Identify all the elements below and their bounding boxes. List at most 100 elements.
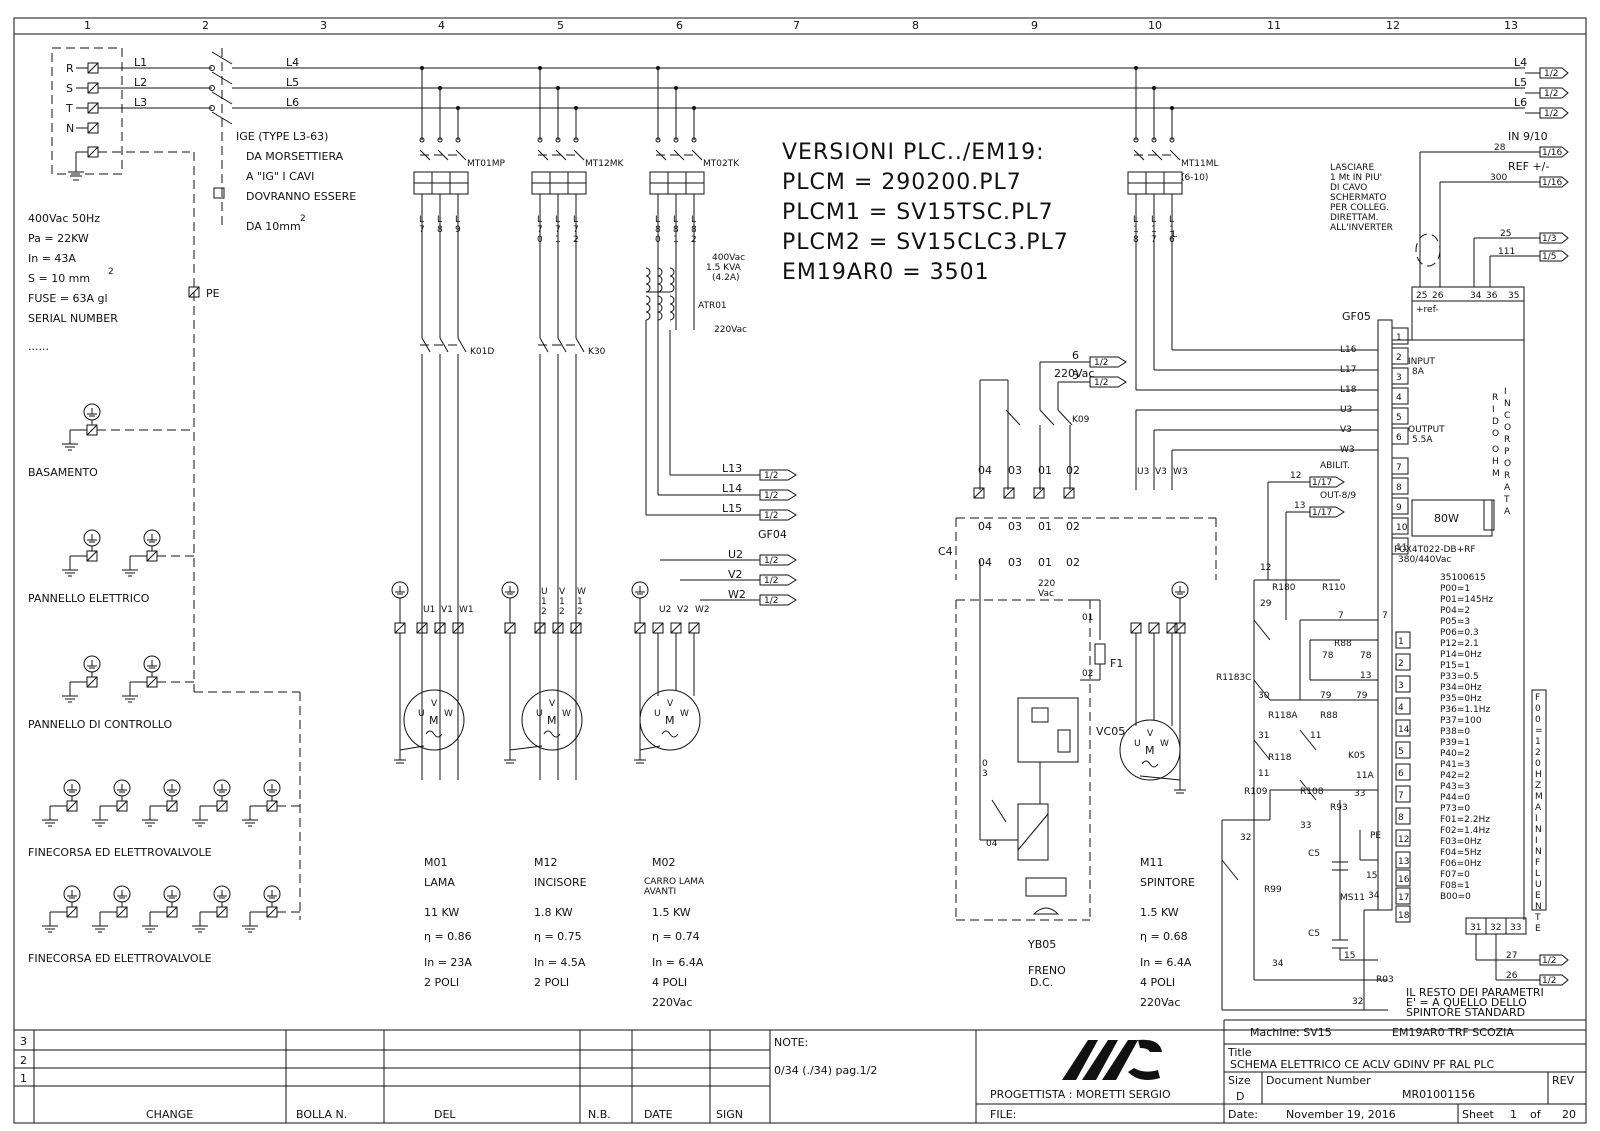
- inverter-output-ref: 1/2: [1542, 956, 1556, 966]
- inverter-terminal-number: 4: [1396, 393, 1402, 403]
- inverter-model: FOX4T022-DB+RF: [1394, 545, 1476, 555]
- motor-pin-label: U: [536, 709, 543, 719]
- logic-wire: 32: [1240, 833, 1251, 843]
- phase-l1: L1: [134, 56, 147, 69]
- inverter-logic-terminal-number: 4: [1398, 703, 1404, 713]
- terminal-label-t: T: [65, 102, 73, 115]
- rest-note-line: IL RESTO DEI PARAMETRI: [1406, 986, 1544, 999]
- inverter-top-terminal: 25: [1416, 291, 1427, 301]
- motor-terminal-label: V3: [1155, 467, 1167, 477]
- brake-wire: 01: [1038, 520, 1052, 533]
- inverter-logic-terminal: [1395, 851, 1411, 869]
- switch-note-line: DA MORSETTIERA: [246, 150, 344, 163]
- revision-row: 3: [20, 1035, 27, 1048]
- relay-label: R118A: [1268, 711, 1298, 721]
- brake-wire: 04: [986, 839, 998, 849]
- gf04-motor-out: W2: [728, 588, 746, 601]
- motor-name: INCISORE: [534, 876, 587, 889]
- column-number: 1: [84, 19, 91, 32]
- inverter-logic-terminal-number: 5: [1398, 747, 1404, 757]
- terminal-label-s: S: [66, 82, 73, 95]
- inverter-logic-terminal: [1395, 719, 1411, 737]
- feeder-wire-label: 0: [537, 235, 543, 245]
- company-logo: [1062, 1039, 1162, 1080]
- inverter-logic-terminal-number: 18: [1398, 911, 1410, 921]
- inverter-terminal: [1391, 537, 1409, 555]
- motor-terminal-label: 1: [559, 597, 565, 607]
- header-change: CHANGE: [146, 1108, 193, 1121]
- side-note-char: N: [1535, 902, 1542, 912]
- inverter-input-wire-num: 111: [1498, 247, 1515, 257]
- transformer-coil: [657, 275, 663, 285]
- feeder-wire-label: 1: [673, 235, 679, 245]
- logic-pe: PE: [1370, 831, 1381, 841]
- feeder-wire-label: 1: [555, 235, 561, 245]
- feeder-wire-label: 7: [555, 225, 561, 235]
- relay-label: R109: [1244, 787, 1268, 797]
- bus-l4-out: L4: [1514, 56, 1527, 69]
- gf04-motor-out: V2: [728, 568, 743, 581]
- relay-label: R118: [1268, 753, 1292, 763]
- motor-eta: η = 0.74: [652, 930, 700, 943]
- column-number: 9: [1031, 19, 1038, 32]
- inverter-logic-terminal: [1395, 631, 1411, 649]
- inverter-shield-note: LASCIARE 1 Mt IN PIU' DI CAVO SCHERMATO …: [1330, 163, 1393, 233]
- sheet-number: 1: [1510, 1108, 1517, 1121]
- inverter-output-wire-num: 26: [1506, 971, 1518, 981]
- feeder-wire-label: 0: [655, 235, 661, 245]
- revision-row: 1: [20, 1072, 27, 1085]
- inverter-logic-terminal: [1395, 905, 1411, 923]
- column-ruler: 1 2 3 4 5 6 7 8 9 10 11 12 13: [84, 19, 1518, 32]
- transformer-coil: [669, 295, 675, 305]
- inverter-logic-terminal-number: 16: [1398, 875, 1410, 885]
- supply-spec-line: In = 43A: [28, 252, 76, 265]
- logic-wire: 12: [1290, 471, 1301, 481]
- motor-current: In = 6.4A: [652, 956, 704, 969]
- inverter-terminal-number: 9: [1396, 503, 1402, 513]
- brake-wire: 03: [1008, 556, 1022, 569]
- side-note-char: F: [1535, 693, 1540, 703]
- side-note-char: E: [1535, 924, 1541, 934]
- inverter-input-tag: REF +/-: [1508, 160, 1549, 173]
- version-line: PLCM2 = SV15CLC3.PL7: [782, 230, 1069, 255]
- transformer-coil: [645, 267, 651, 277]
- vertical-note-char: R: [1504, 435, 1510, 445]
- inverter-terminal: [1391, 407, 1409, 425]
- inverter-logic-terminal-number: 12: [1398, 835, 1409, 845]
- brake-section: 1/2 1/2 6 5 220Vac 04 03 01 02 C4 04 03 …: [938, 349, 1217, 989]
- switch-note-line: DOVRANNO ESSERE: [246, 190, 356, 203]
- inverter-terminal: [1391, 477, 1409, 495]
- inverter-param: P73=0: [1440, 804, 1470, 814]
- shield-note-line: ALL'INVERTER: [1330, 223, 1393, 233]
- logic-wire: 33: [1354, 789, 1365, 799]
- side-note-char: T: [1534, 913, 1541, 923]
- logic-wire: 13: [1360, 671, 1371, 681]
- ground-group-label: FINECORSA ED ELETTROVALVOLE: [28, 952, 212, 965]
- inverter-logic-terminal: [1395, 763, 1411, 781]
- relay-label: R93: [1330, 803, 1348, 813]
- inverter-terminal: [1391, 367, 1409, 385]
- motor-ac-symbol: [425, 730, 443, 738]
- drawing-title: SCHEMA ELETTRICO CE ACLV GDINV PF RAL PL…: [1230, 1058, 1495, 1071]
- inverter-input-ref: 1/16: [1542, 148, 1562, 158]
- inverter-input-wire-v: L: [1172, 230, 1177, 240]
- feeder-wire-label: L: [691, 215, 696, 225]
- inverter-param: P12=2.1: [1440, 639, 1479, 649]
- motor-letter: M: [429, 714, 439, 727]
- relay-label: R88: [1320, 711, 1338, 721]
- title-block: 3 2 1 CHANGE BOLLA N. DEL N.B. DATE SIGN…: [14, 1019, 1586, 1123]
- transformer-coil: [645, 283, 651, 293]
- side-note-char: 0: [1535, 704, 1541, 714]
- motor-ac-symbol: [661, 730, 679, 738]
- motor-name: SPINTORE: [1140, 876, 1195, 889]
- relay-label: R1183C: [1216, 673, 1251, 683]
- inverter-param: F04=5Hz: [1440, 848, 1482, 858]
- relay-label: K05: [1348, 751, 1365, 761]
- brake-wire: 0: [982, 759, 988, 769]
- drawing-frame: [13, 17, 1587, 1124]
- feeder-wire-label: 2: [691, 235, 697, 245]
- vertical-note-char: D: [1492, 417, 1499, 427]
- motor-current: In = 23A: [424, 956, 472, 969]
- inverter-logic-terminal: [1395, 653, 1411, 671]
- transformer-coil: [669, 303, 675, 313]
